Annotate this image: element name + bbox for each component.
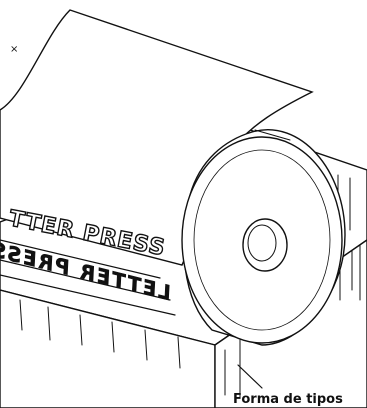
type-form-label: Forma de tipos [233, 392, 343, 407]
roller-shaft [243, 219, 287, 271]
paper-marker-glyph: × [10, 44, 18, 55]
